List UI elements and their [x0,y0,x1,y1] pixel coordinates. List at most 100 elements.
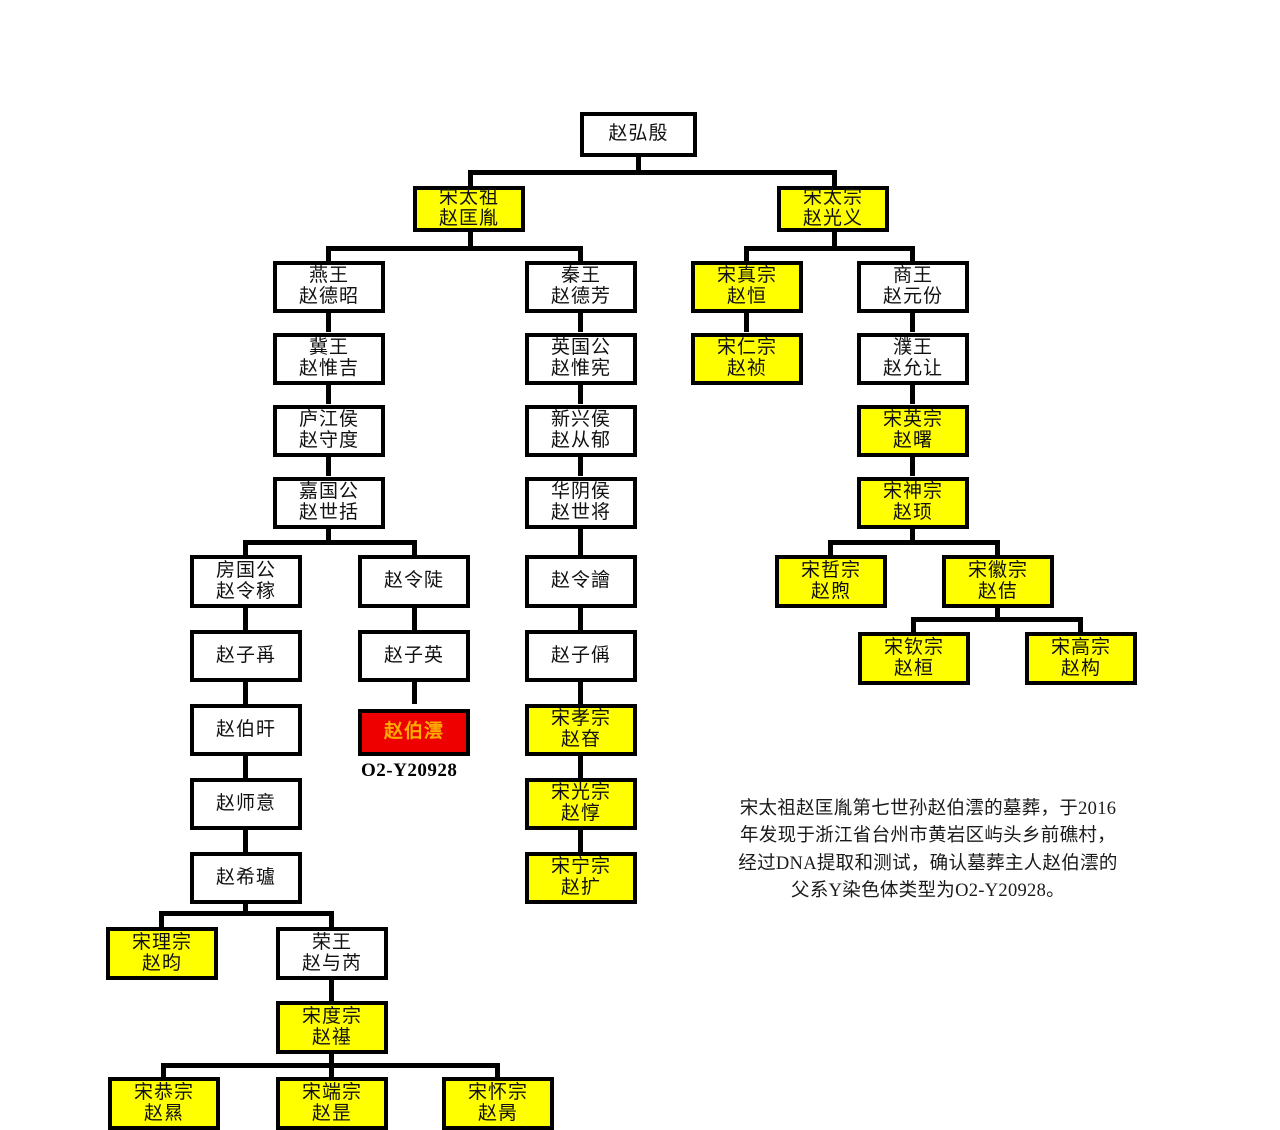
connector-huizong-up [995,540,1000,556]
connector-taizong-down [832,231,837,249]
connector-shenzong-bar [830,540,997,545]
node-yanwang-title: 燕王 [308,265,349,287]
node-huaizong-name: 赵昺 [477,1102,518,1124]
node-huaizong[interactable]: 宋怀宗 赵昺 [442,1077,554,1130]
node-shangwang-name: 赵元份 [882,286,943,307]
connector-shangwang-up [910,246,915,262]
node-ningzong[interactable]: 宋宁宗 赵扩 [525,852,637,904]
description-line-1: 宋太祖赵匡胤第七世孙赵伯澐的墓葬，于2016 [739,799,1117,819]
node-duanzong-title: 宋端宗 [301,1081,362,1103]
node-root-title: 赵弘殷 [608,123,669,145]
node-ningzong-name: 赵扩 [560,877,601,898]
node-taizong[interactable]: 宋太宗 赵光义 [777,186,889,232]
node-qinzong[interactable]: 宋钦宗 赵桓 [858,632,970,685]
connector-zhaolingzhi-up [412,540,417,556]
node-huizong[interactable]: 宋徽宗 赵佶 [942,555,1054,608]
node-yingguogong-title: 英国公 [550,337,611,359]
node-shangwang[interactable]: 商王 赵元份 [857,261,969,313]
node-jiwang-title: 冀王 [308,337,349,359]
node-lizong[interactable]: 宋理宗 赵昀 [106,927,218,980]
node-fangguogong-title: 房国公 [215,559,276,581]
node-shenzong-name: 赵顼 [892,502,933,523]
node-shangwang-title: 商王 [892,265,933,287]
connector-gongzong-up [161,1063,166,1078]
connector-rongwang-up [329,911,334,928]
node-yingzong[interactable]: 宋英宗 赵曙 [857,405,969,457]
node-fangguogong[interactable]: 房国公 赵令稼 [190,555,302,608]
node-yingguogong[interactable]: 英国公 赵惟宪 [525,333,637,385]
node-gongzong-name: 赵㬎 [143,1102,184,1124]
node-zhezong[interactable]: 宋哲宗 赵煦 [775,555,887,608]
node-qinwang-name: 赵德芳 [550,286,611,307]
connector-huaizong-up [495,1063,500,1078]
connector-zhenzong-renzong [744,312,749,332]
node-jiwang[interactable]: 冀王 赵惟吉 [273,333,385,385]
node-qinzong-name: 赵桓 [893,657,934,679]
node-ningzong-title: 宋宁宗 [550,856,611,878]
node-xinxinghou-title: 新兴侯 [550,409,611,431]
node-rongwang-title: 荣王 [311,931,352,953]
node-zhenzong-name: 赵恒 [726,286,767,307]
node-renzong[interactable]: 宋仁宗 赵祯 [691,333,803,385]
node-gongzong[interactable]: 宋恭宗 赵㬎 [108,1077,220,1130]
node-yanwang[interactable]: 燕王 赵德昭 [273,261,385,313]
node-renzong-name: 赵祯 [726,358,767,379]
node-taizu[interactable]: 宋太祖 赵匡胤 [413,186,525,232]
node-fangguogong-name: 赵令稼 [215,580,276,602]
node-zhaoboyun-subject[interactable]: 赵伯澐 [358,709,470,756]
node-taizu-name: 赵匡胤 [438,208,499,229]
node-guangzong-name: 赵惇 [560,803,601,824]
node-zhaoziyuan[interactable]: 赵子爯 [190,630,302,682]
connector-qinwang-yingguogong [578,312,583,332]
node-qinwang[interactable]: 秦王 赵德芳 [525,261,637,313]
node-gaozong[interactable]: 宋高宗 赵构 [1025,632,1137,685]
node-jiwang-name: 赵惟吉 [298,358,359,379]
node-zhaolingzhi[interactable]: 赵令陡 [358,555,470,608]
node-huayinhou-name: 赵世将 [550,502,611,523]
node-duzong-name: 赵禥 [311,1026,352,1048]
node-renzong-title: 宋仁宗 [716,337,777,359]
node-rongwang[interactable]: 荣王 赵与芮 [276,927,388,980]
node-lujianghou[interactable]: 庐江侯 赵守度 [273,405,385,457]
node-yingguogong-name: 赵惟宪 [550,358,611,379]
node-yingzong-title: 宋英宗 [882,409,943,431]
node-zhaoziying[interactable]: 赵子英 [358,630,470,682]
node-huayinhou[interactable]: 华阴侯 赵世将 [525,477,637,529]
node-puwang[interactable]: 濮王 赵允让 [857,333,969,385]
connector-shangwang-puwang [910,312,915,332]
node-zhaozipu[interactable]: 赵子偁 [525,630,637,682]
description-note: 宋太祖赵匡胤第七世孙赵伯澐的墓葬，于2016 年发现于浙江省台州市黄岩区屿头乡前… [713,796,1143,906]
node-zhaolingqun[interactable]: 赵令譮 [525,555,637,608]
node-guangzong[interactable]: 宋光宗 赵惇 [525,778,637,830]
node-xiaozong[interactable]: 宋孝宗 赵昚 [525,704,637,756]
node-yanwang-name: 赵德昭 [298,286,359,307]
node-root[interactable]: 赵弘殷 [580,112,697,157]
node-zhenzong-title: 宋真宗 [716,265,777,287]
connector-yanwang-jiwang [326,312,331,332]
node-duanzong[interactable]: 宋端宗 赵昰 [276,1077,388,1130]
node-zhezong-title: 宋哲宗 [800,559,861,581]
node-zhaoshiyi[interactable]: 赵师意 [190,778,302,830]
connector-zhaolingzhi-zhaoziying [412,608,417,630]
connector-root-bar [470,170,837,175]
connector-taizu-up [468,170,473,186]
node-huizong-name: 赵佶 [977,580,1018,602]
node-zhenzong[interactable]: 宋真宗 赵恒 [691,261,803,313]
node-xinxinghou[interactable]: 新兴侯 赵从郁 [525,405,637,457]
node-lizong-name: 赵昀 [141,952,182,974]
connector-zhaozipu-xiaozong [578,682,583,704]
connector-xinxinghou-huayinhou [578,456,583,476]
node-zhaobogan[interactable]: 赵伯旰 [190,704,302,756]
description-line-3: 经过DNA提取和测试，确认墓葬主人赵伯澐的 [738,853,1118,874]
node-qinwang-title: 秦王 [560,265,601,287]
node-zhaoziyuan-title: 赵子爯 [215,644,276,666]
node-zhaoxilu[interactable]: 赵希瓐 [190,852,302,904]
connector-zhaoshiyi-zhaoxilu [243,830,248,852]
node-jiaguogong[interactable]: 嘉国公 赵世括 [273,477,385,529]
node-lizong-title: 宋理宗 [131,931,192,953]
connector-zhaoziying-zhaoboyun [412,682,417,704]
node-duzong[interactable]: 宋度宗 赵禥 [276,1001,388,1054]
node-huaizong-title: 宋怀宗 [467,1081,528,1103]
node-shenzong[interactable]: 宋神宗 赵顼 [857,477,969,529]
